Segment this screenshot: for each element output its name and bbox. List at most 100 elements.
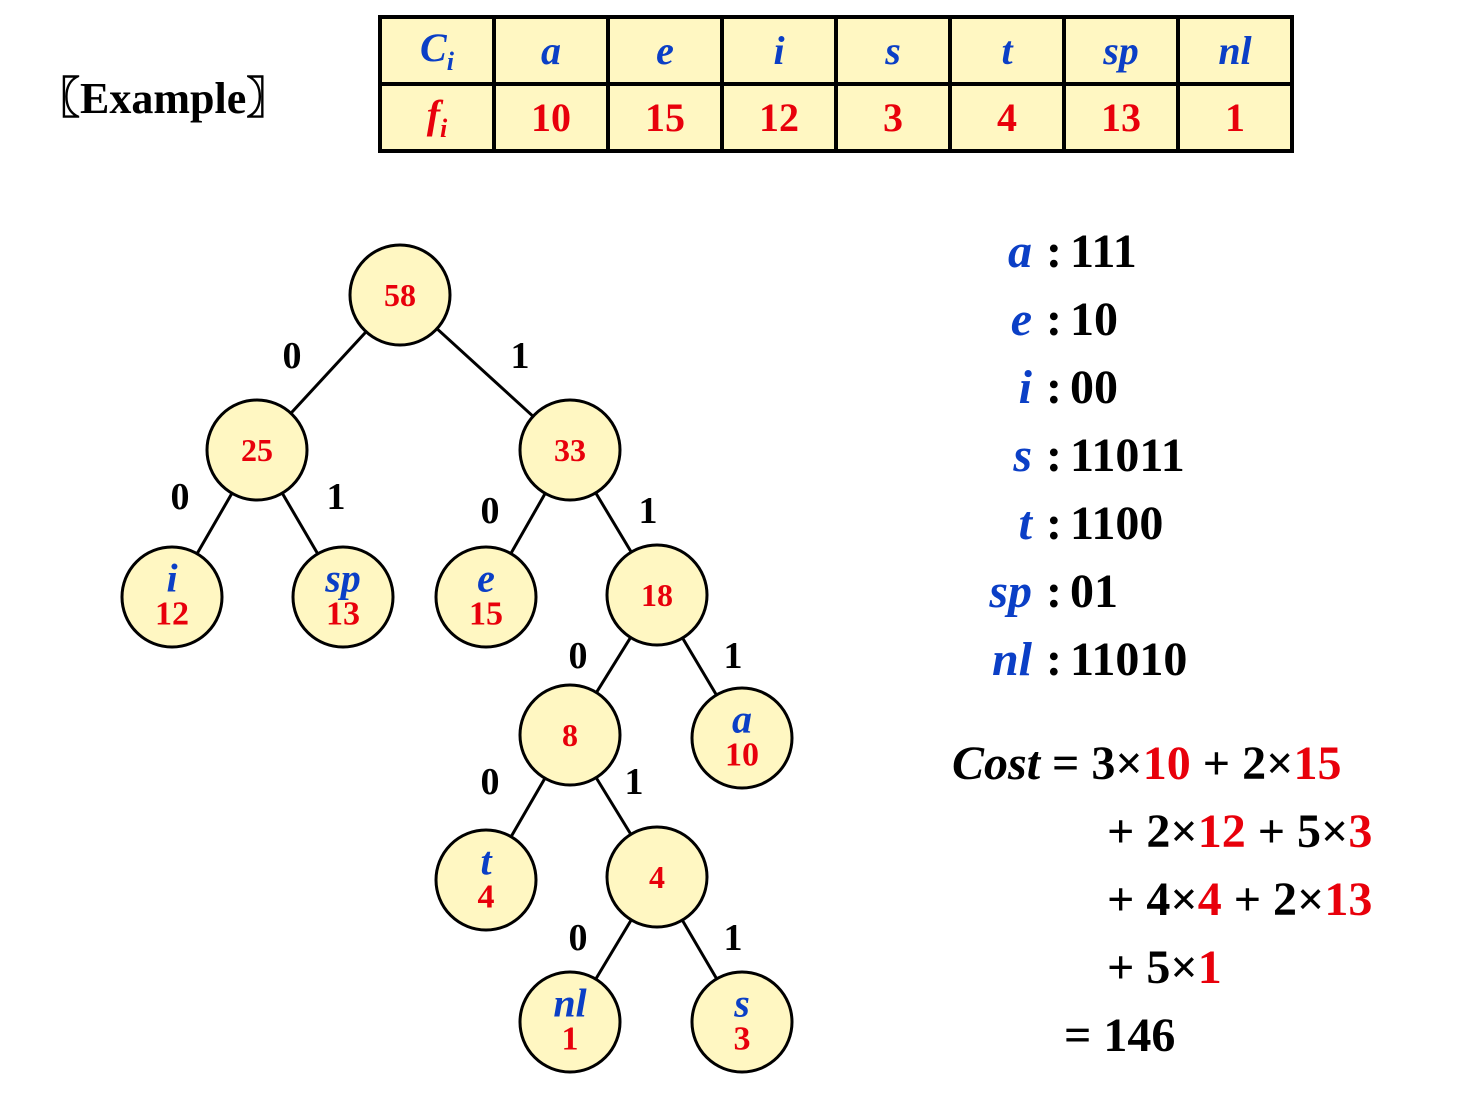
frequency-cell: 13: [1062, 82, 1180, 153]
code-separator: :: [1046, 293, 1062, 346]
internal-node: 58: [348, 243, 452, 347]
node-symbol: s: [733, 981, 750, 1026]
internal-node: 25: [205, 398, 309, 502]
node-circle: [291, 545, 395, 649]
cost-line: + 4×4 + 2×13: [1107, 866, 1372, 934]
tree-edge: [509, 492, 547, 555]
code-row: i:00: [960, 354, 1187, 422]
node-weight: 25: [241, 432, 273, 468]
cost-line: + 5×1: [1107, 934, 1222, 1002]
symbol-cell: a: [492, 15, 610, 86]
node-symbol: nl: [553, 981, 587, 1026]
code-symbol: s: [1013, 429, 1032, 482]
cost-line: Cost = 3×10 + 2×15: [952, 730, 1341, 798]
tree-edge: [289, 330, 368, 415]
code-row: sp:01: [960, 558, 1187, 626]
edge-bit-label: 0: [171, 476, 190, 518]
edge-bit-label: 0: [283, 335, 302, 377]
node-symbol: t: [480, 839, 493, 884]
edge-bit-label: 1: [724, 635, 743, 677]
code-separator: :: [1046, 361, 1062, 414]
symbol-cell: i: [720, 15, 838, 86]
node-circle: [605, 825, 709, 929]
tree-edge: [680, 919, 719, 980]
symbol-row-header: Ci: [378, 15, 496, 86]
frequency-table: Ci a e i s t sp nl fi 10 15 12 3 4 13 1: [378, 15, 1294, 153]
internal-node: 4: [605, 825, 709, 929]
code-row: s:11011: [960, 422, 1187, 490]
internal-node: 8: [518, 683, 622, 787]
code-symbol: e: [1010, 293, 1032, 346]
code-separator: :: [1046, 633, 1062, 686]
code-row: nl:11010: [960, 626, 1187, 694]
edge-bit-label: 0: [481, 490, 500, 532]
frequency-row: fi 10 15 12 3 4 13 1: [378, 82, 1294, 153]
code-value: 01: [1069, 565, 1118, 618]
node-circle: [434, 828, 538, 932]
code-value: 00: [1069, 361, 1118, 414]
cost-term: + 2×: [1107, 805, 1198, 858]
cost-frequency: 12: [1197, 805, 1246, 858]
cost-frequency: 1: [1197, 941, 1222, 994]
node-weight: 4: [649, 859, 665, 895]
tree-edge: [594, 919, 633, 980]
frequency-row-header: fi: [378, 82, 496, 153]
example-heading: 〖Example〗: [36, 74, 291, 123]
code-separator: :: [1046, 565, 1062, 618]
node-circle: [348, 243, 452, 347]
node-circle: [605, 543, 709, 647]
node-symbol: i: [166, 556, 177, 601]
cost-term: + 2×: [1221, 873, 1325, 926]
code-symbol: nl: [991, 633, 1032, 686]
code-row: e:10: [960, 286, 1187, 354]
node-symbol: e: [477, 556, 495, 601]
code-row: t:1100: [960, 490, 1187, 558]
node-weight: 12: [155, 596, 189, 633]
tree-edge: [594, 776, 633, 836]
tree-edge: [195, 492, 234, 555]
node-weight: 18: [641, 577, 673, 613]
node-circle: [518, 970, 622, 1074]
node-circle: [690, 686, 794, 790]
node-weight: 1: [562, 1021, 579, 1058]
tree-edge: [509, 777, 547, 838]
symbol-cell: nl: [1176, 15, 1294, 86]
edge-bit-label: 1: [511, 335, 530, 377]
code-symbol: t: [1018, 497, 1032, 550]
symbol-cell: e: [606, 15, 724, 86]
code-value: 1100: [1069, 497, 1164, 550]
node-weight: 58: [384, 277, 416, 313]
code-symbol: i: [1018, 361, 1032, 414]
node-weight: 8: [562, 717, 578, 753]
cost-frequency: 4: [1197, 873, 1222, 926]
cost-term: = 3×: [1040, 737, 1143, 790]
frequency-cell: 4: [948, 82, 1066, 153]
node-weight: 13: [326, 596, 360, 633]
cost-label: Cost: [952, 737, 1041, 790]
leaf-node: i12: [120, 545, 224, 649]
cost-frequency: 3: [1348, 805, 1373, 858]
node-weight: 33: [554, 432, 586, 468]
edge-bit-label: 0: [481, 761, 500, 803]
cost-line: = 146: [1064, 1002, 1175, 1070]
code-separator: :: [1046, 497, 1062, 550]
tree-edge: [681, 637, 718, 696]
leaf-node: t4: [434, 828, 538, 932]
code-symbol: a: [1008, 225, 1032, 278]
internal-node: 33: [518, 398, 622, 502]
edge-bit-label: 0: [569, 917, 588, 959]
leaf-node: nl1: [518, 970, 622, 1074]
frequency-cell: 10: [492, 82, 610, 153]
tree-edge: [595, 636, 632, 694]
node-symbol: sp: [324, 556, 361, 601]
cost-term: + 5×: [1107, 941, 1198, 994]
code-value: 11010: [1069, 633, 1188, 686]
edge-bit-label: 1: [724, 917, 743, 959]
cost-frequency: 13: [1324, 873, 1373, 926]
tree-edge: [280, 492, 320, 555]
code-row: a:111: [960, 218, 1187, 286]
node-weight: 4: [478, 879, 495, 916]
